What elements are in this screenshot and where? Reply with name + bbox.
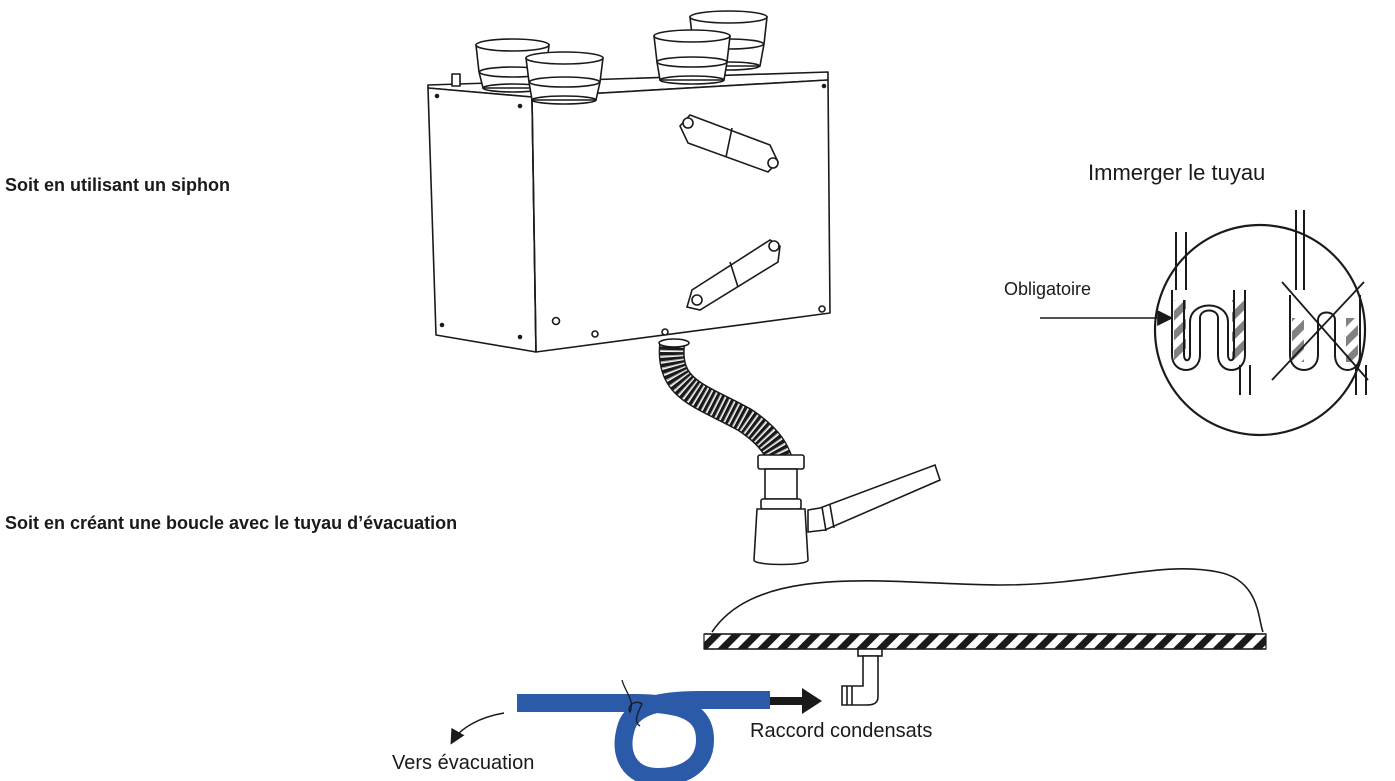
label-option-loop: Soit en créant une boucle avec le tuyau … bbox=[5, 513, 458, 533]
immerse-detail bbox=[1040, 210, 1369, 437]
condensate-fitting bbox=[841, 648, 883, 706]
unit-side-face bbox=[427, 87, 537, 353]
handle-upper bbox=[679, 114, 779, 173]
ceiling-section bbox=[703, 567, 1267, 650]
handle-lower bbox=[685, 239, 781, 311]
label-option-siphon: Soit en utilisant un siphon bbox=[5, 175, 230, 195]
siphon-trap bbox=[753, 454, 941, 566]
unit-handles bbox=[679, 114, 781, 311]
label-immerse-title: Immerger le tuyau bbox=[1088, 160, 1266, 185]
ventilation-unit bbox=[427, 71, 831, 353]
fitting-arrow bbox=[770, 688, 822, 714]
label-condensate-fitting: Raccord condensats bbox=[750, 720, 933, 742]
label-mandatory: Obligatoire bbox=[1004, 279, 1092, 299]
duct-front-left bbox=[525, 51, 604, 105]
unit-front-face bbox=[531, 79, 831, 353]
duct-collars bbox=[475, 10, 768, 105]
corrugated-hose bbox=[658, 338, 795, 470]
looped-drain-hose bbox=[517, 691, 770, 781]
hose-tie bbox=[621, 679, 643, 727]
duct-front-right bbox=[653, 29, 731, 85]
label-to-drain: Vers évacuation bbox=[392, 752, 535, 774]
trap-correct bbox=[1171, 232, 1251, 395]
trap-incorrect bbox=[1271, 210, 1369, 395]
drain-arrow bbox=[450, 712, 505, 745]
